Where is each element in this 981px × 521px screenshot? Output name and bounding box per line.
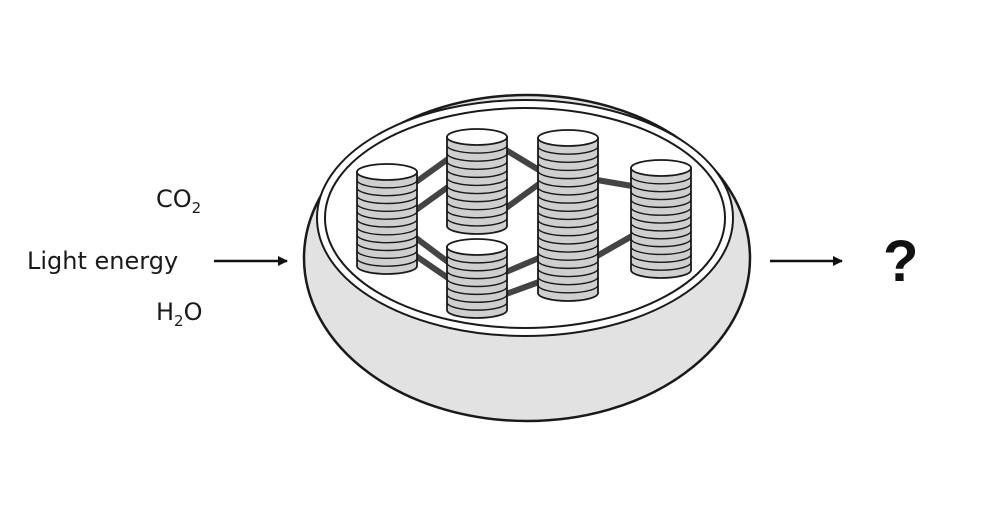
granum-top-disc [537,129,599,147]
h2o-label: H2O [156,298,203,329]
stroma-lamella [503,181,542,211]
stroma-lamellae [413,147,635,297]
thylakoid-disc [446,278,508,288]
stroma-lamella [413,184,451,213]
granum-top-disc [446,238,508,256]
thylakoid-disc [356,195,418,205]
thylakoid-disc [537,154,599,163]
thylakoid-disc [446,185,508,195]
thylakoid-disc [630,191,692,201]
granum-stack [537,129,599,302]
stroma-lamella [413,253,451,281]
thylakoid-disc [356,203,418,213]
thylakoid-disc [537,170,599,180]
thylakoid-disc [537,252,599,261]
granum-top-disc [356,163,418,181]
thylakoid-disc [446,262,508,272]
thylakoid-disc [537,145,599,155]
h2o-subscript: 2 [174,312,184,330]
stroma-lamella [503,147,542,173]
thylakoid-disc [537,203,599,212]
thylakoid-disc [537,211,599,221]
thylakoid-disc [356,218,418,228]
chloroplast-inner-membrane [324,107,726,329]
thylakoid-disc [356,250,418,260]
thylakoid-disc [537,178,599,188]
thylakoid-disc [446,294,508,303]
thylakoid-disc [356,242,418,252]
thylakoid-disc [356,226,418,236]
thylakoid-disc [630,238,692,248]
grana [356,128,692,319]
thylakoid-disc [446,144,508,154]
stroma-lamella [594,233,635,259]
thylakoid-disc [446,270,508,280]
thylakoid-disc [446,217,508,227]
thylakoid-disc [446,209,508,219]
thylakoid-disc [537,276,599,286]
thylakoid-disc [630,254,692,263]
thylakoid-disc [630,214,692,224]
thylakoid-disc [356,187,418,197]
thylakoid-disc [630,207,692,216]
thylakoid-disc [446,177,508,187]
thylakoid-disc [630,222,692,232]
thylakoid-disc [537,243,599,253]
granum-stack [446,128,508,235]
thylakoid-disc [537,194,599,204]
thylakoid-disc [446,286,508,296]
thylakoid-disc [537,235,599,245]
thylakoid-disc [630,175,692,185]
thylakoid-disc [446,254,508,264]
thylakoid-disc [537,162,599,172]
thylakoid-disc [446,193,508,203]
thylakoid-disc [356,179,418,189]
granum-top-disc [630,159,692,177]
thylakoid-disc [630,230,692,240]
thylakoid-disc [537,219,599,229]
light-energy-label: Light energy [27,247,179,275]
granum-stack [630,159,692,279]
thylakoid-disc [537,186,599,196]
thylakoid-disc [630,261,692,271]
granum-top-disc [446,128,508,146]
thylakoid-disc [630,199,692,209]
thylakoid-disc [446,161,508,170]
stroma-lamella [413,235,451,265]
stroma-lamella [413,156,451,185]
thylakoid-disc [446,153,508,162]
thylakoid-disc [630,246,692,256]
stroma-lamella [503,279,542,297]
co2-subscript: 2 [191,199,202,217]
thylakoid-disc [537,284,599,294]
thylakoid-disc [446,169,508,179]
thylakoid-disc [446,201,508,211]
thylakoid-disc [356,234,418,244]
unknown-product-question-mark: ? [883,229,919,294]
thylakoid-disc [630,183,692,193]
co2-main: CO [156,185,192,213]
thylakoid-disc [356,210,418,220]
h2o-main: H [156,298,175,326]
co2-label: CO2 [156,185,201,216]
thylakoid-disc [537,268,599,278]
thylakoid-disc [537,260,599,270]
stroma-lamella [594,177,635,189]
granum-stack [356,163,418,275]
thylakoid-disc [356,257,418,267]
stroma-lamella [503,255,542,275]
granum-stack [446,238,508,319]
thylakoid-disc [446,301,508,311]
thylakoid-disc [537,227,599,237]
h2o-tail: O [183,298,203,326]
